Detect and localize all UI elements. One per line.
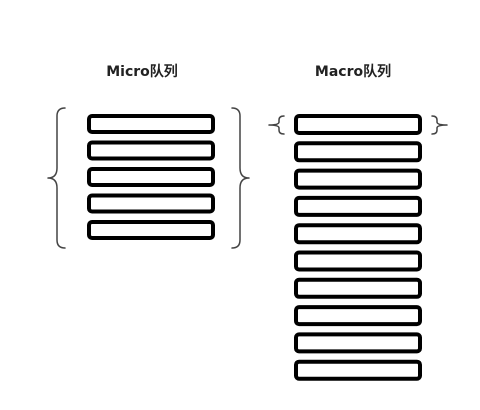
macro-queue-slot — [294, 250, 422, 272]
macro-queue-slot — [294, 195, 422, 217]
micro-right-brace — [231, 107, 250, 249]
macro-queue: Macro队列 — [268, 63, 448, 381]
micro-queue-slot — [87, 193, 215, 214]
macro-queue-slot — [294, 223, 422, 245]
macro-right-brace — [431, 115, 448, 135]
macro-queue-slot — [294, 168, 422, 190]
macro-queue-slot — [294, 114, 422, 135]
macro-queue-title: Macro队列 — [315, 63, 391, 80]
micro-queue-slot — [87, 140, 215, 161]
micro-left-brace — [47, 107, 66, 249]
macro-queue-slot — [294, 305, 422, 327]
micro-queue-title: Micro队列 — [106, 63, 178, 80]
micro-queue-slot — [87, 114, 215, 134]
micro-queue-slot — [87, 167, 215, 187]
macro-queue-slot — [294, 359, 422, 381]
macro-queue-slot — [294, 141, 422, 163]
micro-queue: Micro队列 — [47, 63, 250, 249]
micro-queue-slots — [87, 114, 215, 240]
macro-queue-slots — [294, 114, 422, 381]
macro-queue-slot — [294, 332, 422, 354]
macro-queue-slot — [294, 277, 422, 299]
macro-left-brace — [268, 115, 285, 135]
micro-queue-slot — [87, 220, 215, 240]
